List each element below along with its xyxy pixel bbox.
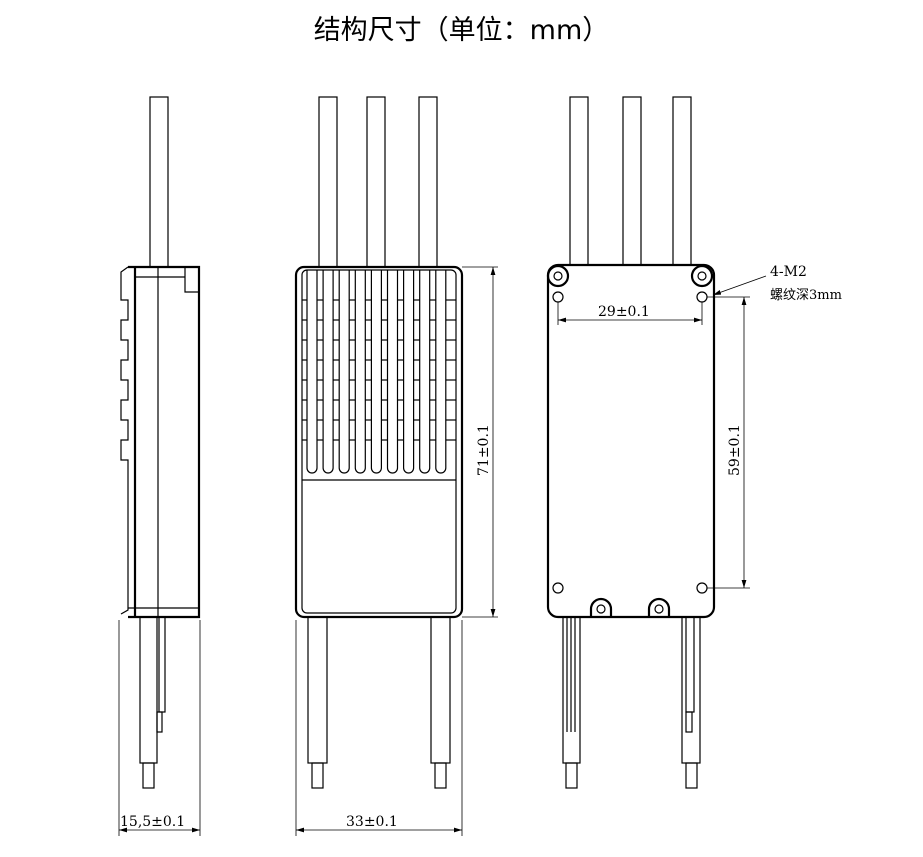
back-cable-3 (672, 96, 692, 266)
side-signal-wire-tip (156, 711, 163, 733)
drawing-title: 结构尺寸（单位：mm） (313, 15, 610, 46)
leader-arrow (712, 275, 767, 296)
front-cable-tip (434, 762, 447, 789)
back-cable-tip (565, 762, 578, 789)
mount-boss-hole-icon (697, 271, 707, 281)
mount-boss-icon (647, 597, 671, 617)
fin-slot (354, 270, 366, 474)
fin-slot (419, 270, 431, 474)
mount-boss-hole-icon (654, 604, 664, 614)
mount-boss-icon (690, 264, 714, 288)
side-cable-tip (142, 762, 155, 789)
side-top-step (184, 267, 199, 293)
side-signal-wire (158, 616, 166, 713)
back-cable-tip (685, 762, 698, 789)
side-bottom-cable (139, 616, 158, 764)
side-top-cable (149, 96, 169, 268)
hole-spacing-y-dimension: 59±0.1 (727, 424, 743, 476)
thread-depth-callout: 螺纹深3mm (770, 288, 842, 303)
fin-slot (403, 270, 415, 474)
length-dimension: 71±0.1 (476, 424, 492, 476)
front-cable-tip (311, 762, 324, 789)
screw-hole-icon (696, 582, 708, 594)
fin-slot (435, 270, 447, 474)
fin-slot (370, 270, 382, 474)
back-cable-1 (569, 96, 589, 266)
thread-callout: 4-M2 (770, 264, 807, 280)
mount-boss-icon (546, 264, 570, 288)
side-view: 15,5±0.1 (118, 96, 201, 836)
front-view: 71±0.1 33±0.1 (294, 96, 498, 836)
mount-boss-hole-icon (553, 271, 563, 281)
screw-hole-icon (552, 582, 564, 594)
hole-spacing-x-dimension: 29±0.1 (598, 304, 650, 320)
front-bottom-cable-1 (307, 616, 328, 764)
back-cable-2 (622, 96, 642, 266)
back-bottom-cable-2 (681, 616, 701, 764)
front-body (294, 265, 464, 619)
signal-wire (685, 616, 695, 713)
mount-boss-hole-icon (596, 604, 606, 614)
screw-hole-icon (552, 291, 564, 303)
front-cable-3 (418, 96, 438, 268)
front-bottom-cable-2 (430, 616, 451, 764)
fin-slot (306, 270, 318, 474)
front-cable-1 (318, 96, 338, 268)
fin-slot (338, 270, 350, 474)
thickness-dimension: 15,5±0.1 (120, 814, 185, 830)
front-body-inner (301, 269, 457, 614)
back-view: 29±0.1 59±0.1 4-M2 螺纹深3mm (546, 96, 842, 789)
screw-hole-icon (696, 291, 708, 303)
side-body (128, 265, 201, 619)
fin-slot (386, 270, 399, 474)
back-body (546, 263, 716, 619)
front-cable-2 (366, 96, 386, 268)
side-notches (120, 266, 129, 615)
mount-boss-icon (589, 597, 613, 617)
fin-slot (322, 270, 334, 474)
width-dimension: 33±0.1 (346, 814, 398, 830)
heatsink-fins (302, 270, 456, 474)
signal-wire-tip (685, 711, 693, 733)
